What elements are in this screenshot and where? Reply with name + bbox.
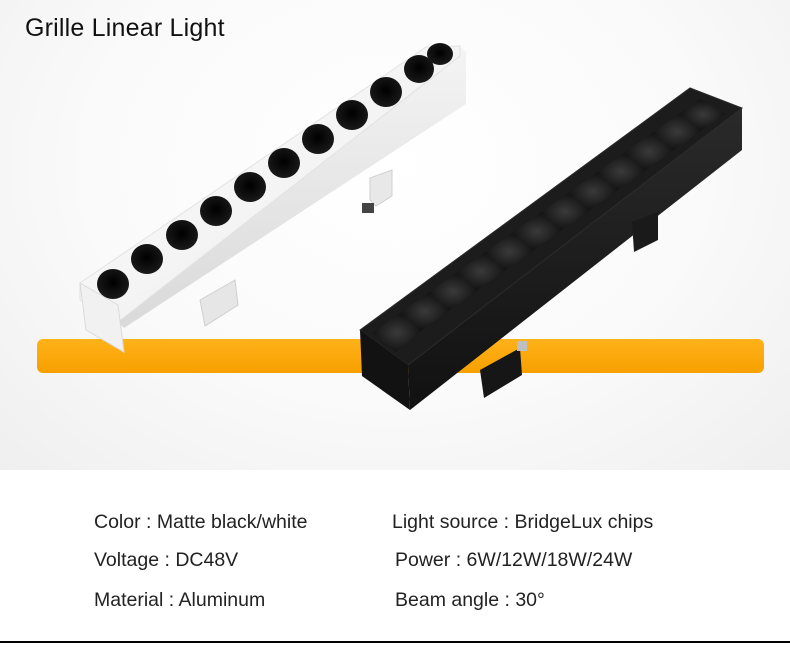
page-title: Grille Linear Light (25, 14, 225, 42)
product-illustration (79, 43, 744, 410)
led-grille-cells-black (372, 99, 726, 352)
spec-voltage: Voltage : DC48V (94, 549, 239, 571)
spec-material: Material : Aluminum (94, 589, 266, 611)
spec-light-source: Light source : BridgeLux chips (392, 511, 654, 533)
bottom-divider (0, 641, 790, 643)
spec-beam-angle: Beam angle : 30° (395, 589, 545, 611)
spec-color: Color : Matte black/white (94, 511, 308, 533)
white-grille-light (79, 43, 466, 353)
spec-power: Power : 6W/12W/18W/24W (395, 549, 633, 571)
led-holes-white (97, 43, 453, 299)
black-grille-light (359, 87, 744, 410)
